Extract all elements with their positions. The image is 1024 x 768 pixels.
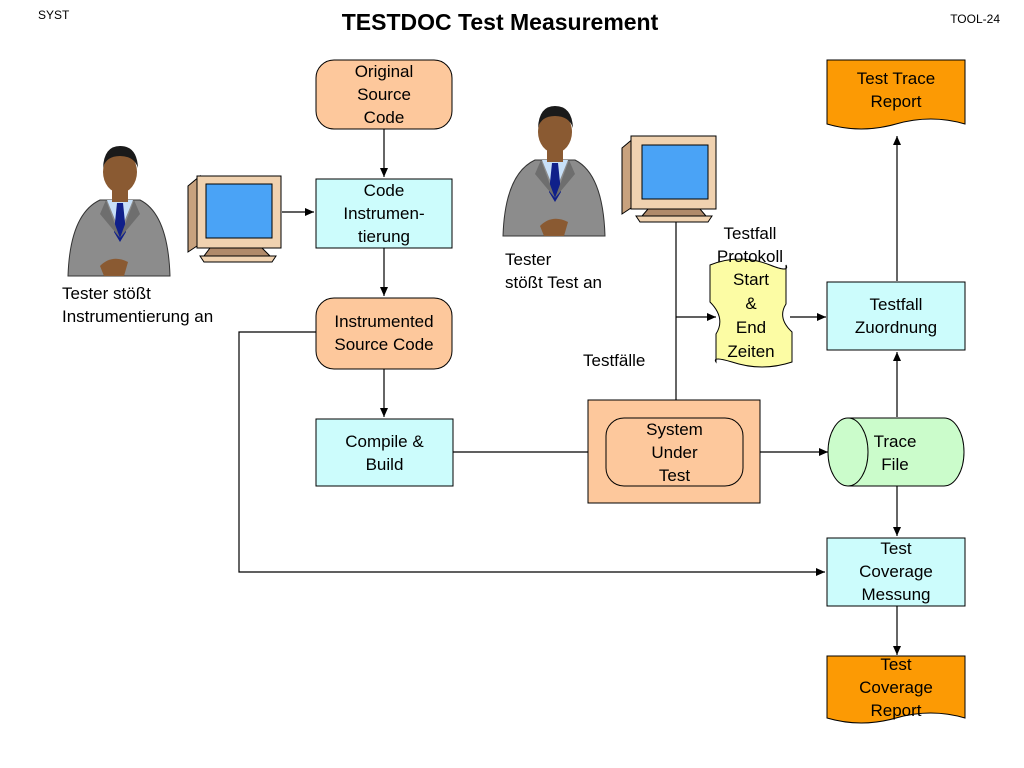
node-trace-file-label: Trace File bbox=[873, 432, 917, 474]
label-testfall-protokoll: Testfall Protokoll bbox=[716, 224, 784, 266]
monitor-icon bbox=[187, 174, 282, 263]
label-testfaelle: Testfälle bbox=[583, 351, 646, 370]
node-original-source-code bbox=[315, 59, 453, 130]
node-compile-build bbox=[315, 418, 454, 487]
node-test-coverage-messung-label: Test Coverage Messung bbox=[859, 539, 933, 604]
person-icon bbox=[67, 146, 171, 277]
node-test-coverage-report-label: Test Coverage Report bbox=[859, 655, 933, 720]
node-test-trace-report bbox=[826, 59, 966, 130]
label-tester-instrumentierung: Tester stößt Instrumentierung an bbox=[62, 284, 214, 326]
node-start-end-zeiten-label: Start & End Zeiten bbox=[727, 270, 775, 361]
node-original-source-code-label: Original Source Code bbox=[354, 62, 414, 127]
node-test-coverage-report bbox=[826, 655, 966, 724]
node-system-under-test-label: System Under Test bbox=[646, 420, 703, 485]
node-instrumented-source-code bbox=[315, 297, 453, 370]
node-test-coverage-messung bbox=[826, 537, 966, 607]
node-testfall-zuordnung-label: Testfall Zuordnung bbox=[854, 295, 938, 337]
node-testfall-zuordnung bbox=[826, 281, 966, 351]
arrow-instrumented-to-coverage bbox=[238, 331, 825, 576]
person-icon bbox=[502, 106, 606, 237]
label-tester-test: Tester stößt Test an bbox=[505, 250, 603, 292]
node-system-under-test bbox=[605, 417, 744, 487]
header-right-label: TOOL-24 bbox=[950, 12, 1000, 26]
node-compile-build-label: Compile & Build bbox=[345, 432, 424, 474]
node-test-trace-report-label: Test Trace Report bbox=[856, 69, 936, 111]
node-code-instrumentierung-label: Code Instrumen- tierung bbox=[343, 181, 425, 246]
connectors bbox=[238, 129, 901, 655]
node-trace-file bbox=[827, 417, 965, 487]
node-code-instrumentierung bbox=[315, 178, 453, 249]
header-left-label: SYST bbox=[38, 8, 70, 22]
page-title: TESTDOC Test Measurement bbox=[341, 9, 659, 35]
monitor-icon bbox=[621, 135, 717, 223]
node-start-end-zeiten bbox=[709, 258, 793, 368]
node-instrumented-source-code-label: Instrumented Source Code bbox=[334, 312, 434, 354]
